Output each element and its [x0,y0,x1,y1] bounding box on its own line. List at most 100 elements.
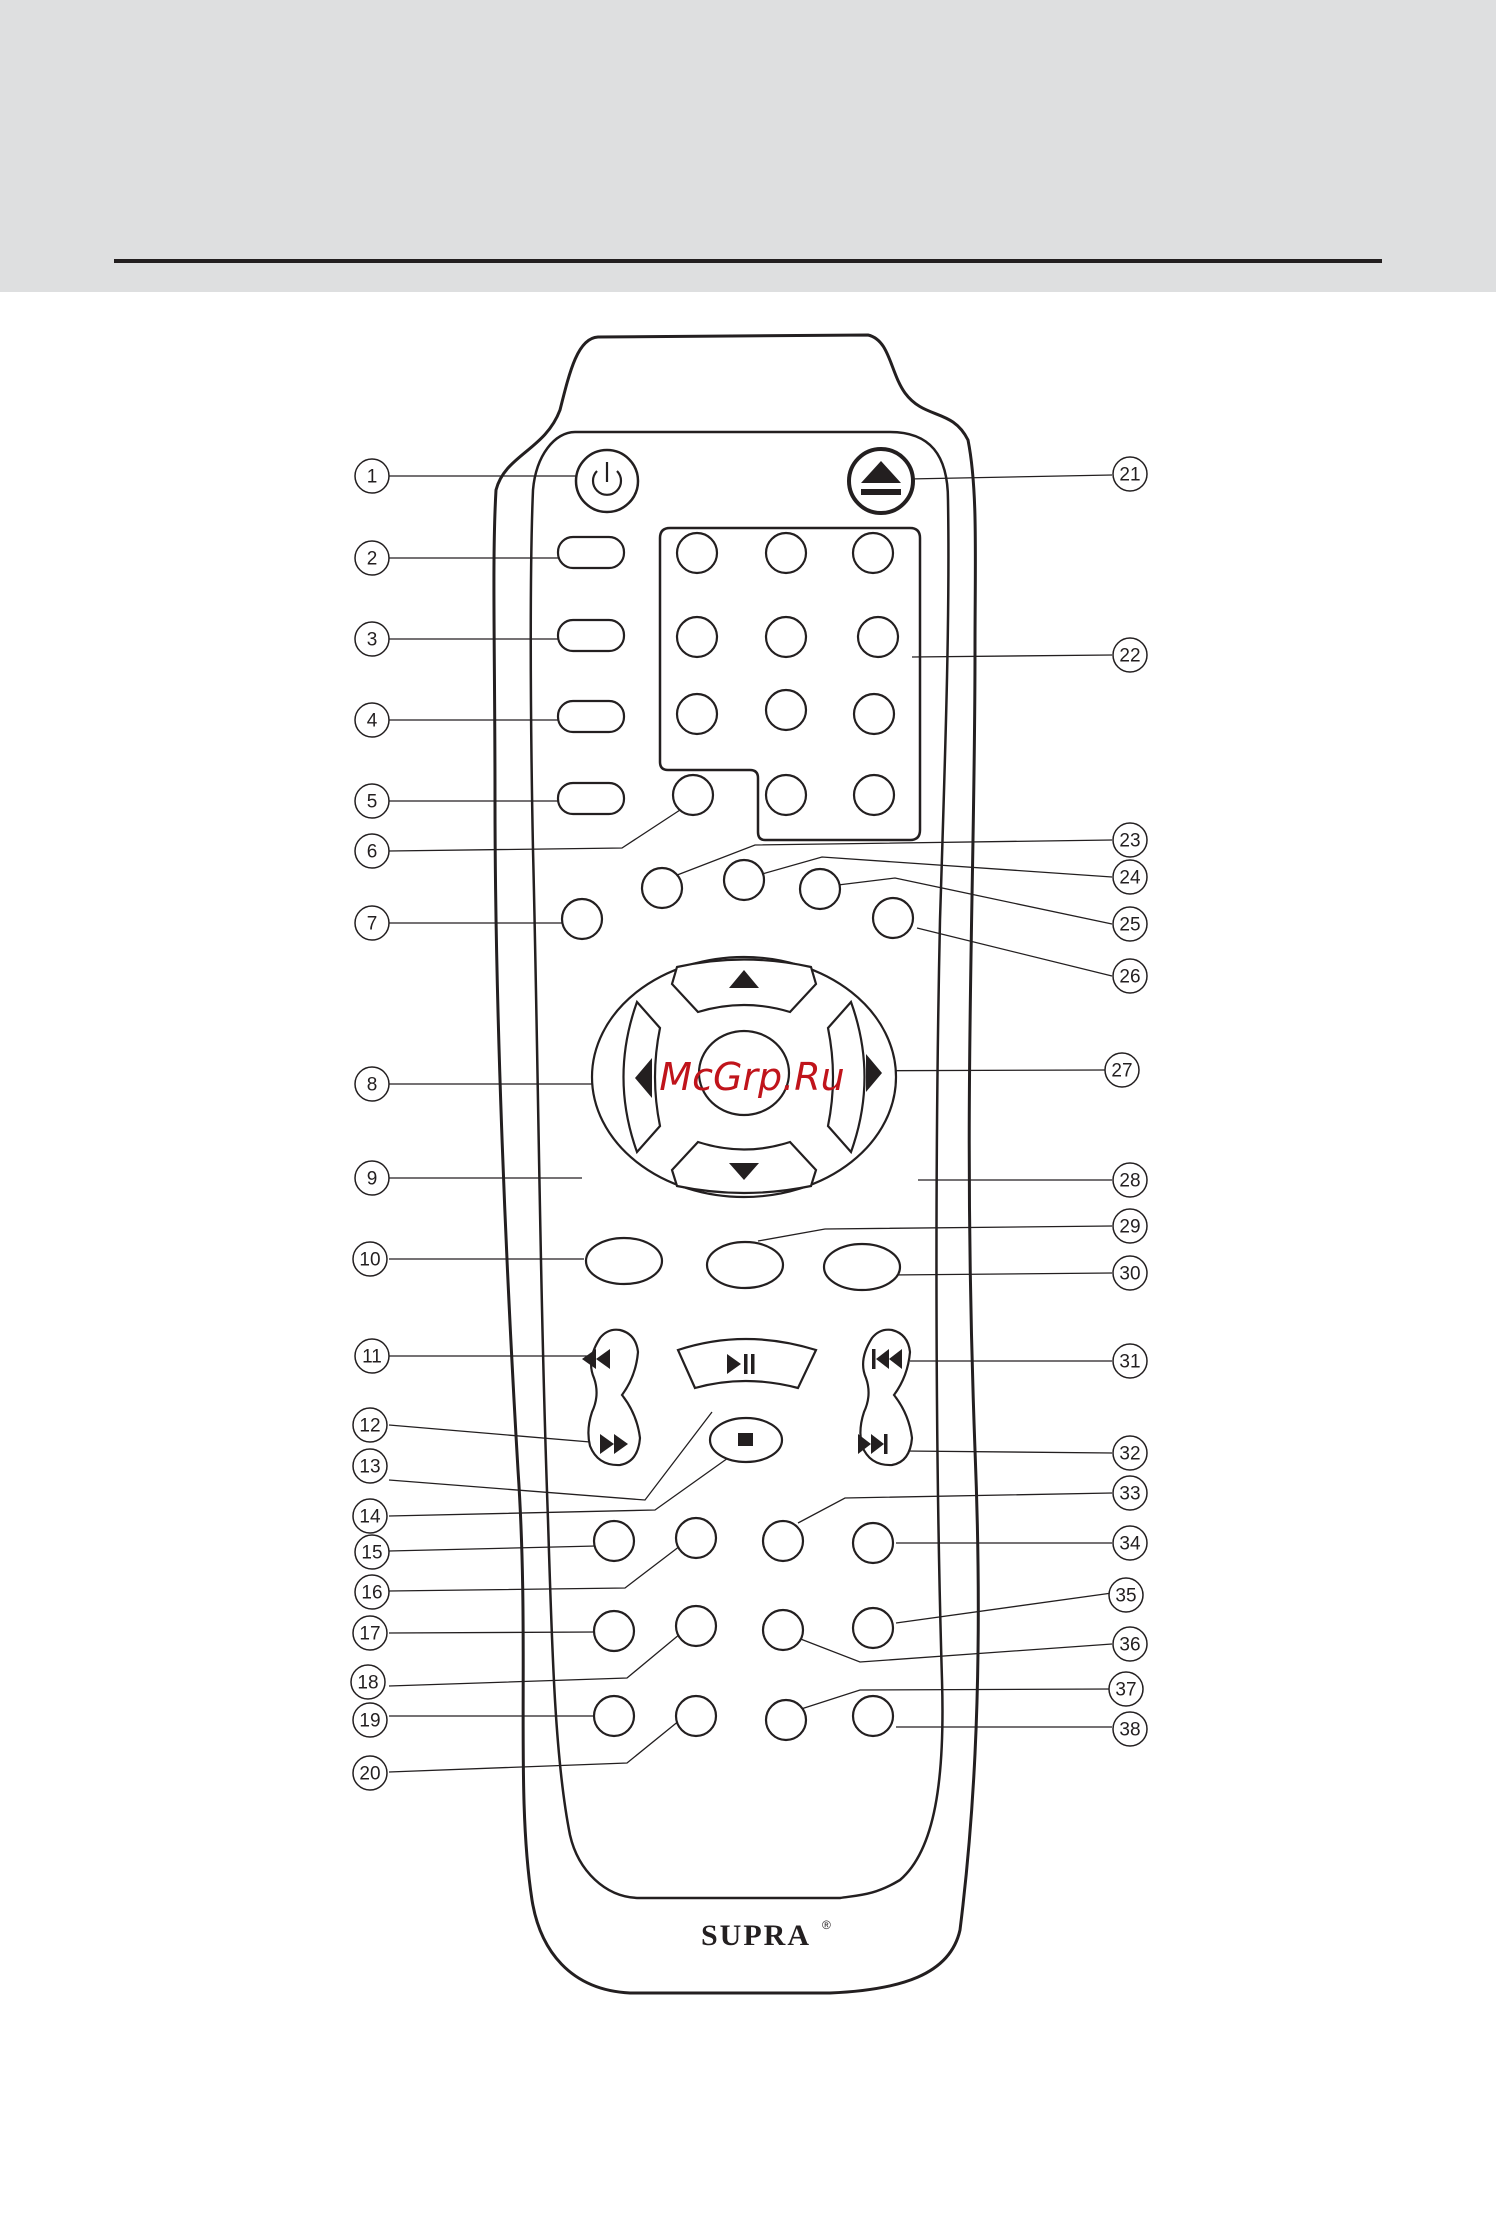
callout-number: 7 [367,914,378,935]
button-10[interactable] [586,1238,662,1284]
keypad-button[interactable] [853,533,893,573]
callout-8: 8 [355,1067,389,1101]
callout-number: 29 [1119,1217,1140,1238]
callout-29: 29 [1113,1209,1147,1243]
brand-logo: SUPRA [701,1919,811,1952]
keypad-button[interactable] [677,694,717,734]
button-18[interactable] [676,1606,716,1646]
callout-number: 4 [367,711,378,732]
callout-number: 38 [1119,1720,1140,1741]
button-19[interactable] [594,1696,634,1736]
button-25[interactable] [800,869,840,909]
keypad-button[interactable] [766,775,806,815]
button-38[interactable] [853,1696,893,1736]
callout-25: 25 [1113,907,1147,941]
callout-10: 10 [353,1242,387,1276]
callout-36: 36 [1113,1627,1147,1661]
callout-4: 4 [355,703,389,737]
button-33[interactable] [763,1521,803,1561]
keypad-button[interactable] [677,533,717,573]
callout-number: 24 [1119,868,1141,889]
callout-number: 23 [1119,831,1140,852]
callout-11: 11 [355,1339,389,1373]
button-16[interactable] [676,1518,716,1558]
keypad-button[interactable] [854,694,894,734]
eject-button[interactable] [849,449,913,513]
callout-number: 26 [1119,967,1140,988]
button-2[interactable] [558,537,624,568]
callout-number: 14 [359,1507,381,1528]
callout-number: 18 [357,1673,378,1694]
callout-35: 35 [1109,1578,1143,1612]
callout-number: 15 [361,1543,382,1564]
callout-number: 19 [359,1711,380,1732]
button-30[interactable] [824,1244,900,1290]
button-26[interactable] [873,898,913,938]
callout-28: 28 [1113,1163,1147,1197]
callout-20: 20 [353,1756,387,1790]
button-4[interactable] [558,701,624,732]
keypad-button[interactable] [766,617,806,657]
button-36[interactable] [763,1610,803,1650]
callout-number: 37 [1115,1680,1136,1701]
prev-next-rocker[interactable] [858,1330,912,1465]
oval-buttons [586,1238,900,1290]
button-35[interactable] [853,1608,893,1648]
callout-number: 9 [367,1169,378,1190]
stop-icon [738,1433,753,1446]
callout-5: 5 [355,784,389,818]
keypad-button[interactable] [673,775,713,815]
button-15[interactable] [594,1521,634,1561]
button-37[interactable] [766,1700,806,1740]
keypad-button[interactable] [677,617,717,657]
callout-number: 11 [362,1347,382,1368]
callout-31: 31 [1113,1344,1147,1378]
callout-number: 17 [359,1624,380,1645]
watermark-text: McGrp.Ru [659,1055,844,1099]
button-17[interactable] [594,1611,634,1651]
button-23[interactable] [642,868,682,908]
callout-22: 22 [1113,638,1147,672]
callout-number: 5 [367,792,378,813]
callout-33: 33 [1113,1476,1147,1510]
keypad-button[interactable] [766,533,806,573]
button-24[interactable] [724,860,764,900]
callout-number: 21 [1119,465,1140,486]
callout-32: 32 [1113,1436,1147,1470]
pill-buttons-left [558,537,624,814]
callout-number: 30 [1119,1264,1140,1285]
callout-9: 9 [355,1161,389,1195]
callout-number: 13 [359,1457,380,1478]
keypad-button[interactable] [854,775,894,815]
callout-15: 15 [355,1535,389,1569]
callout-number: 12 [359,1416,380,1437]
keypad-button[interactable] [766,690,806,730]
button-29[interactable] [707,1242,783,1288]
callout-number: 28 [1119,1171,1140,1192]
button-5[interactable] [558,783,624,814]
callout-number: 1 [367,467,378,488]
callout-number: 33 [1119,1484,1140,1505]
callout-number: 3 [367,630,378,651]
button-20[interactable] [676,1696,716,1736]
callout-number: 16 [361,1583,382,1604]
rewind-forward-rocker[interactable] [582,1330,640,1465]
callout-27: 27 [1105,1053,1139,1087]
callout-23: 23 [1113,823,1147,857]
stop-button[interactable] [710,1418,782,1462]
button-34[interactable] [853,1523,893,1563]
callout-number: 27 [1111,1061,1132,1082]
power-button[interactable] [576,450,638,512]
button-7[interactable] [562,899,602,939]
callout-17: 17 [353,1616,387,1650]
callout-number: 35 [1115,1586,1136,1607]
callout-number: 6 [367,842,378,863]
callout-34: 34 [1113,1526,1147,1560]
button-3[interactable] [558,620,624,651]
callout-3: 3 [355,622,389,656]
play-pause-button[interactable] [678,1339,816,1388]
callout-37: 37 [1109,1672,1143,1706]
callout-number: 20 [359,1764,380,1785]
keypad-button[interactable] [858,617,898,657]
